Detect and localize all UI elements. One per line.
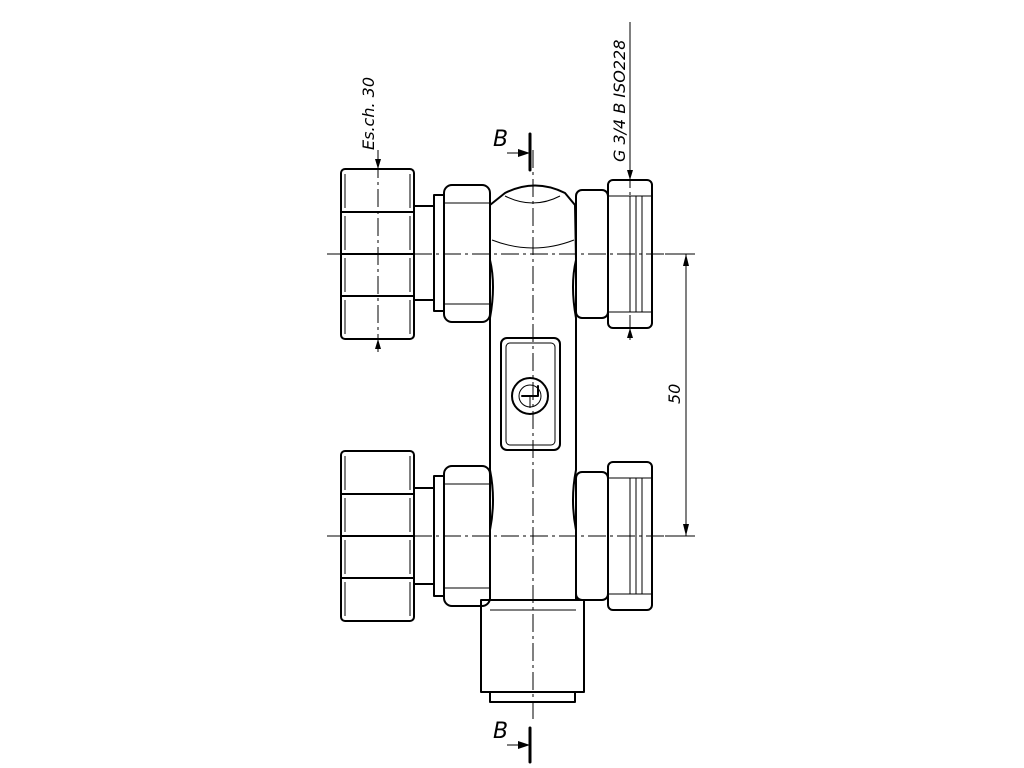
section-label-top: B [493, 127, 508, 152]
section-marker-bottom: B [493, 719, 532, 764]
wrench-size-label: Es.ch. 30 [359, 77, 378, 150]
section-label-bottom: B [493, 719, 508, 744]
logo-plate [500, 337, 561, 451]
brand-logo-icon [511, 377, 549, 415]
spacing-label: 50 [665, 384, 684, 404]
spacing-dimension: 50 [665, 253, 695, 537]
section-marker-top: B [493, 127, 532, 172]
wrench-size-annotation: Es.ch. 30 [359, 77, 381, 352]
thread-spec-label: G 3/4 B ISO228 [610, 40, 629, 162]
center-lines [327, 150, 665, 720]
thread-spec-annotation: G 3/4 B ISO228 [610, 22, 633, 338]
